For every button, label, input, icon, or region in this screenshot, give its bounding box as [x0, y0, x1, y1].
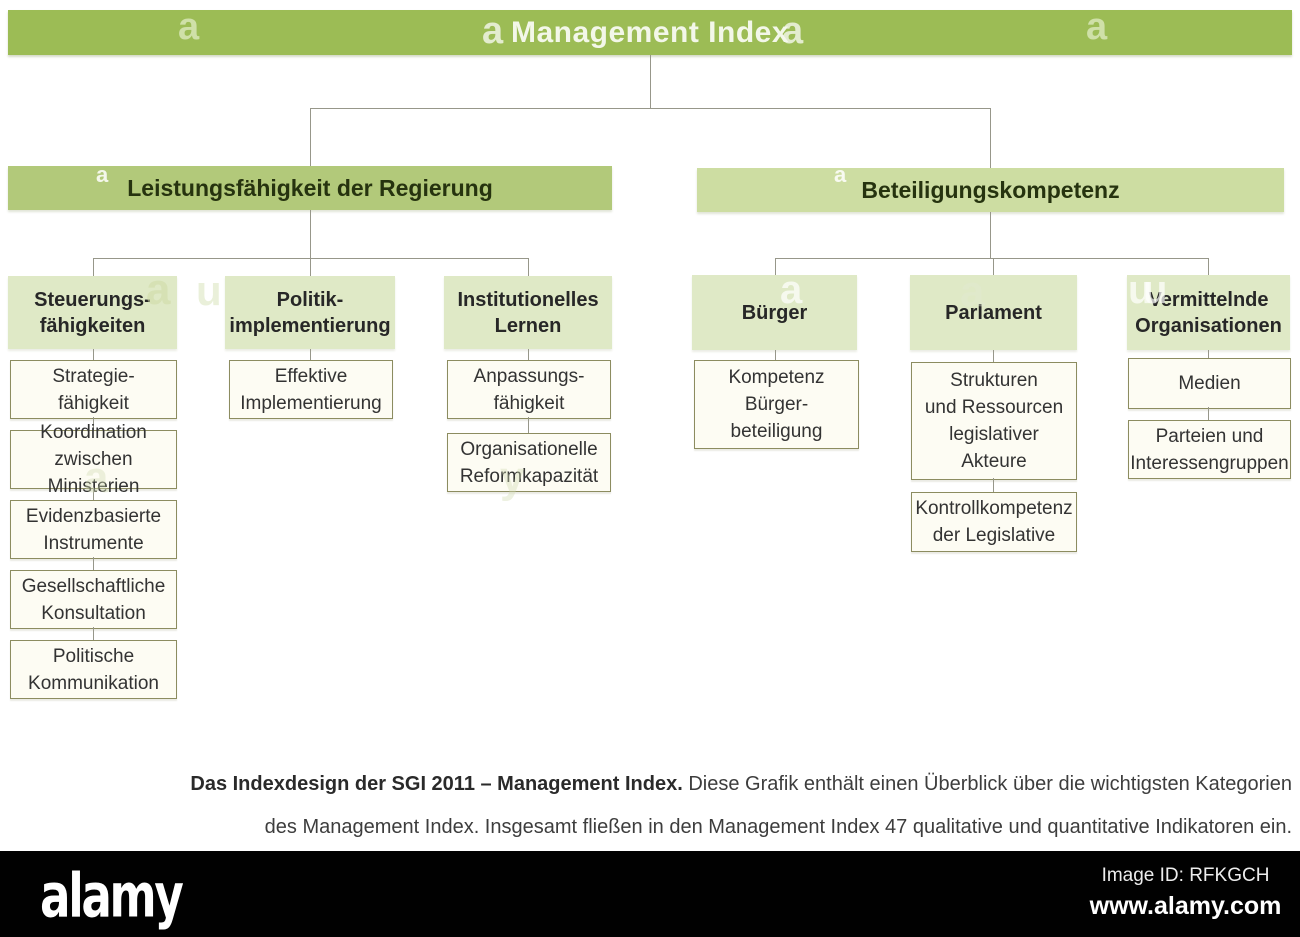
connector-line [528, 349, 529, 360]
connector-line [528, 258, 529, 276]
leaf-effektive-implementierung: Effektive Implementierung [229, 360, 393, 419]
leaf-kontrollkompetenz: Kontrollkompetenz der Legislative [911, 492, 1077, 552]
connector-line [310, 258, 311, 276]
connector-line [93, 258, 94, 276]
category-politikimplementierung: Politik- implementierung [225, 276, 395, 349]
category-label: Vermittelnde Organisationen [1135, 288, 1282, 337]
leaf-label: Kontrollkompetenz der Legislative [915, 498, 1073, 546]
category-label: Bürger [741, 301, 808, 324]
leaf-politische-kommunikation: Politische Kommunikation [10, 640, 177, 699]
category-label: Politik- implementierung [229, 288, 391, 337]
leaf-anpassungsfaehigkeit: Anpassungs- fähigkeit [447, 360, 611, 419]
connector-line [1208, 350, 1209, 358]
category-steuerungsfaehigkeiten: Steuerungs- fähigkeiten [8, 276, 177, 349]
branch-node-label: Beteiligungskompetenz [861, 176, 1120, 203]
leaf-evidenzbasierte-instrumente: Evidenzbasierte Instrumente [10, 500, 177, 559]
connector-line [650, 55, 651, 108]
caption-regular-text: Diese Grafik enthält einen Überblick übe… [682, 773, 1292, 795]
category-parlament: Parlament [910, 275, 1077, 350]
connector-line [1208, 407, 1209, 420]
leaf-label: Koordination zwischen Ministerien [40, 422, 147, 497]
branch-node-beteiligungskompetenz: Beteiligungskompetenz [697, 168, 1284, 212]
connector-line [990, 212, 991, 258]
root-node-management-index: Management Index [8, 10, 1292, 55]
connector-line [93, 349, 94, 360]
connector-line [775, 258, 1209, 259]
connector-line [993, 478, 994, 492]
leaf-label: Effektive Implementierung [240, 365, 382, 414]
leaf-label: Strategie- fähigkeit [52, 365, 135, 414]
category-institutionelles-lernen: Institutionelles Lernen [444, 276, 612, 349]
footer-meta: Image ID: RFKGCH www.alamy.com [1078, 865, 1293, 921]
leaf-label: Strukturen und Ressourcen legislativer A… [924, 370, 1064, 472]
connector-line [528, 417, 529, 433]
leaf-medien: Medien [1128, 358, 1291, 409]
leaf-koordination: Koordination zwischen Ministerien [10, 422, 177, 497]
caption-line-2: des Management Index. Insgesamt fließen … [264, 816, 1292, 838]
alamy-logo: alamy [40, 860, 184, 932]
leaf-parteien-interessengruppen: Parteien und Interessengruppen [1128, 420, 1291, 479]
leaf-label: Kompetenz Bürger- beteiligung [728, 367, 825, 442]
root-node-label: Management Index [510, 15, 790, 49]
leaf-strukturen-ressourcen: Strukturen und Ressourcen legislativer A… [911, 362, 1077, 480]
connector-line [93, 557, 94, 570]
connector-line [93, 258, 529, 259]
connector-line [993, 258, 994, 275]
leaf-gesellschaftliche-konsultation: Gesellschaftliche Konsultation [10, 570, 177, 629]
connector-line [310, 108, 991, 109]
leaf-strategiefaehigkeit: Strategie- fähigkeit [10, 360, 177, 419]
caption-bold-text: Das Indexdesign der SGI 2011 – Managemen… [190, 773, 683, 795]
category-label: Institutionelles Lernen [457, 288, 599, 337]
connector-line [990, 108, 991, 168]
leaf-label: Evidenzbasierte Instrumente [25, 505, 162, 554]
image-id-text: Image ID: RFKGCH [1101, 865, 1270, 886]
alamy-footer-bar: alamy Image ID: RFKGCH www.alamy.com [0, 851, 1300, 937]
connector-line [310, 349, 311, 360]
connector-line [93, 627, 94, 640]
category-vermittelnde-organisationen: Vermittelnde Organisationen [1127, 275, 1290, 350]
alamy-watermark-icon: a [398, 267, 423, 316]
figure-caption: Das Indexdesign der SGI 2011 – Managemen… [187, 763, 1292, 849]
connector-line [93, 417, 94, 430]
leaf-label: Gesellschaftliche Konsultation [21, 575, 166, 624]
connector-line [775, 258, 776, 275]
branch-node-leistungsfaehigkeit: Leistungsfähigkeit der Regierung [8, 166, 612, 210]
category-label: Parlament [945, 301, 1042, 324]
alamy-watermark-icon: u [196, 267, 222, 314]
leaf-organisationelle-reformkapazitaet: Organisationelle Reformkapazität [447, 433, 611, 492]
category-buerger: Bürger [692, 275, 857, 350]
leaf-label: Parteien und Interessengruppen [1130, 425, 1289, 474]
caption-line-1: Das Indexdesign der SGI 2011 – Managemen… [187, 763, 1292, 806]
alamy-url-text: www.alamy.com [1089, 892, 1282, 920]
branch-node-label: Leistungsfähigkeit der Regierung [127, 174, 493, 201]
leaf-label: Anpassungs- fähigkeit [473, 365, 585, 414]
leaf-kompetenz-buergerbeteiligung: Kompetenz Bürger- beteiligung [694, 360, 859, 449]
leaf-label: Politische Kommunikation [28, 645, 159, 694]
connector-line [993, 350, 994, 362]
connector-line [1208, 258, 1209, 275]
connector-line [775, 350, 776, 360]
connector-line [93, 487, 94, 500]
connector-line [310, 210, 311, 258]
leaf-label: Organisationelle Reformkapazität [459, 438, 599, 487]
leaf-label: Medien [1178, 373, 1241, 394]
category-label: Steuerungs- fähigkeiten [34, 288, 151, 337]
connector-line [310, 108, 311, 166]
